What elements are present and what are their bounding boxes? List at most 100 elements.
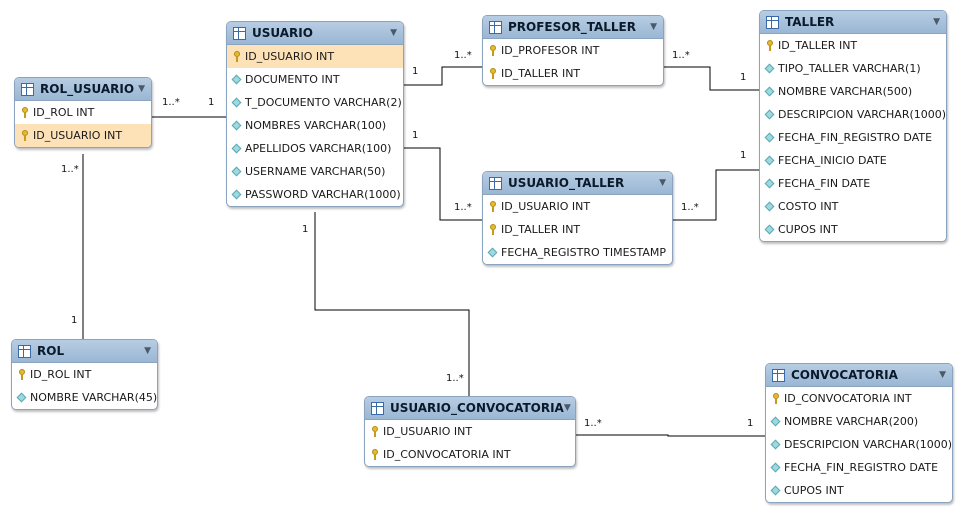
cardinality-label: 1..*: [454, 50, 472, 61]
column-label: NOMBRE VARCHAR(500): [778, 85, 913, 98]
column-row: ID_PROFESOR INT: [483, 39, 663, 62]
primary-key-icon: [18, 369, 26, 380]
column-label: USERNAME VARCHAR(50): [245, 165, 386, 178]
primary-key-icon: [772, 393, 780, 404]
column-label: FECHA_INICIO DATE: [778, 154, 887, 167]
column-attribute-icon: [764, 155, 775, 166]
entity-header[interactable]: CONVOCATORIA ▼: [766, 364, 952, 387]
column-label: ID_CONVOCATORIA INT: [383, 448, 511, 461]
relationship-line: [574, 434, 765, 437]
entity-header[interactable]: USUARIO_CONVOCATORIA▼: [365, 397, 575, 420]
column-row: USERNAME VARCHAR(50): [227, 160, 403, 183]
column-row: NOMBRE VARCHAR(45): [12, 386, 157, 409]
cardinality-label: 1..*: [162, 97, 180, 108]
relationship-line: [671, 169, 759, 221]
primary-key-icon: [371, 449, 379, 460]
collapse-arrow-icon[interactable]: ▼: [659, 178, 666, 188]
cardinality-label: 1: [208, 97, 215, 108]
column-label: T_DOCUMENTO VARCHAR(2): [245, 96, 402, 109]
column-attribute-icon: [231, 166, 242, 177]
collapse-arrow-icon[interactable]: ▼: [939, 370, 946, 380]
column-label: TIPO_TALLER VARCHAR(1): [778, 62, 921, 75]
column-label: ID_USUARIO INT: [245, 50, 335, 63]
column-attribute-icon: [764, 201, 775, 212]
entity-table-rol[interactable]: ROL ▼ ID_ROL INT NOMBRE VARCHAR(45): [11, 339, 158, 410]
column-attribute-icon: [764, 224, 775, 235]
column-row: DOCUMENTO INT: [227, 68, 403, 91]
column-row: ID_USUARIO INT: [365, 420, 575, 443]
entity-title: PROFESOR_TALLER: [508, 20, 636, 34]
entity-table-usuario[interactable]: USUARIO ▼ ID_USUARIO INT DOCUMENTO INT T_DOC…: [226, 21, 404, 207]
table-icon: [489, 20, 502, 34]
column-attribute-icon: [770, 462, 781, 473]
entity-title: TALLER: [785, 15, 835, 29]
column-attribute-icon: [764, 178, 775, 189]
entity-header[interactable]: ROL ▼: [12, 340, 157, 363]
column-label: ID_USUARIO INT: [501, 200, 591, 213]
entity-table-profesor-taller[interactable]: PROFESOR_TALLER ▼ ID_PROFESOR INT ID_TALLER…: [482, 15, 664, 86]
cardinality-label: 1..*: [584, 418, 602, 429]
collapse-arrow-icon[interactable]: ▼: [390, 28, 397, 38]
relationship-line: [662, 66, 759, 91]
entity-table-rol-usuario[interactable]: ROL_USUARIO▼ ID_ROL INT ID_USUARIO INT: [14, 77, 152, 148]
column-label: ID_TALLER INT: [501, 67, 581, 80]
column-row: ID_USUARIO INT: [227, 45, 403, 68]
entity-title: USUARIO_TALLER: [508, 176, 625, 190]
column-row: FECHA_FIN_REGISTRO DATE: [766, 456, 952, 479]
collapse-arrow-icon[interactable]: ▼: [563, 403, 571, 413]
entity-header[interactable]: ROL_USUARIO▼: [15, 78, 151, 101]
entity-table-usuario-convocatoria[interactable]: USUARIO_CONVOCATORIA▼ID_USUARIO INT ID_CO…: [364, 396, 576, 467]
entity-title: CONVOCATORIA: [791, 368, 898, 382]
cardinality-label: 1: [740, 72, 747, 83]
collapse-arrow-icon[interactable]: ▼: [138, 84, 145, 94]
column-label: ID_ROL INT: [33, 106, 95, 119]
primary-key-icon: [489, 45, 497, 56]
primary-key-icon: [371, 426, 379, 437]
column-attribute-icon: [231, 189, 242, 200]
column-attribute-icon: [16, 392, 27, 403]
column-row: NOMBRE VARCHAR(200): [766, 410, 952, 433]
primary-key-icon: [489, 201, 497, 212]
column-label: NOMBRE VARCHAR(200): [784, 415, 919, 428]
cardinality-label: 1: [412, 66, 419, 77]
entity-title: USUARIO: [252, 26, 313, 40]
table-icon: [21, 82, 34, 96]
column-row: NOMBRES VARCHAR(100): [227, 114, 403, 137]
column-attribute-icon: [764, 86, 775, 97]
entity-header[interactable]: TALLER ▼: [760, 11, 946, 34]
entity-title: ROL: [37, 344, 65, 358]
column-row: FECHA_FIN DATE: [760, 172, 946, 195]
entity-table-convocatoria[interactable]: CONVOCATORIA ▼ ID_CONVOCATORIA INT NOMBRE V…: [765, 363, 953, 503]
column-label: NOMBRE VARCHAR(45): [30, 391, 158, 404]
column-row: FECHA_REGISTRO TIMESTAMP: [483, 241, 672, 264]
entity-header[interactable]: USUARIO ▼: [227, 22, 403, 45]
collapse-arrow-icon[interactable]: ▼: [650, 22, 657, 32]
column-row: ID_ROL INT: [12, 363, 157, 386]
entity-table-usuario-taller[interactable]: USUARIO_TALLER ▼ ID_USUARIO INT ID_TALLER I…: [482, 171, 673, 265]
column-label: FECHA_FIN_REGISTRO DATE: [784, 461, 939, 474]
column-label: ID_ROL INT: [30, 368, 92, 381]
column-row: COSTO INT: [760, 195, 946, 218]
column-label: CUPOS INT: [784, 484, 844, 497]
column-row: ID_CONVOCATORIA INT: [766, 387, 952, 410]
entity-header[interactable]: USUARIO_TALLER ▼: [483, 172, 672, 195]
column-attribute-icon: [487, 247, 498, 258]
column-row: ID_TALLER INT: [483, 218, 672, 241]
cardinality-label: 1: [71, 315, 78, 326]
cardinality-label: 1..*: [61, 164, 79, 175]
collapse-arrow-icon[interactable]: ▼: [933, 17, 940, 27]
column-row: ID_USUARIO INT: [15, 124, 151, 147]
column-row: PASSWORD VARCHAR(1000): [227, 183, 403, 206]
column-label: FECHA_REGISTRO TIMESTAMP: [501, 246, 667, 259]
entity-header[interactable]: PROFESOR_TALLER ▼: [483, 16, 663, 39]
column-attribute-icon: [770, 439, 781, 450]
collapse-arrow-icon[interactable]: ▼: [144, 346, 151, 356]
column-attribute-icon: [231, 97, 242, 108]
cardinality-label: 1..*: [672, 50, 690, 61]
column-label: ID_TALLER INT: [501, 223, 581, 236]
column-attribute-icon: [764, 63, 775, 74]
entity-title: ROL_USUARIO: [40, 82, 135, 96]
table-icon: [772, 368, 785, 382]
